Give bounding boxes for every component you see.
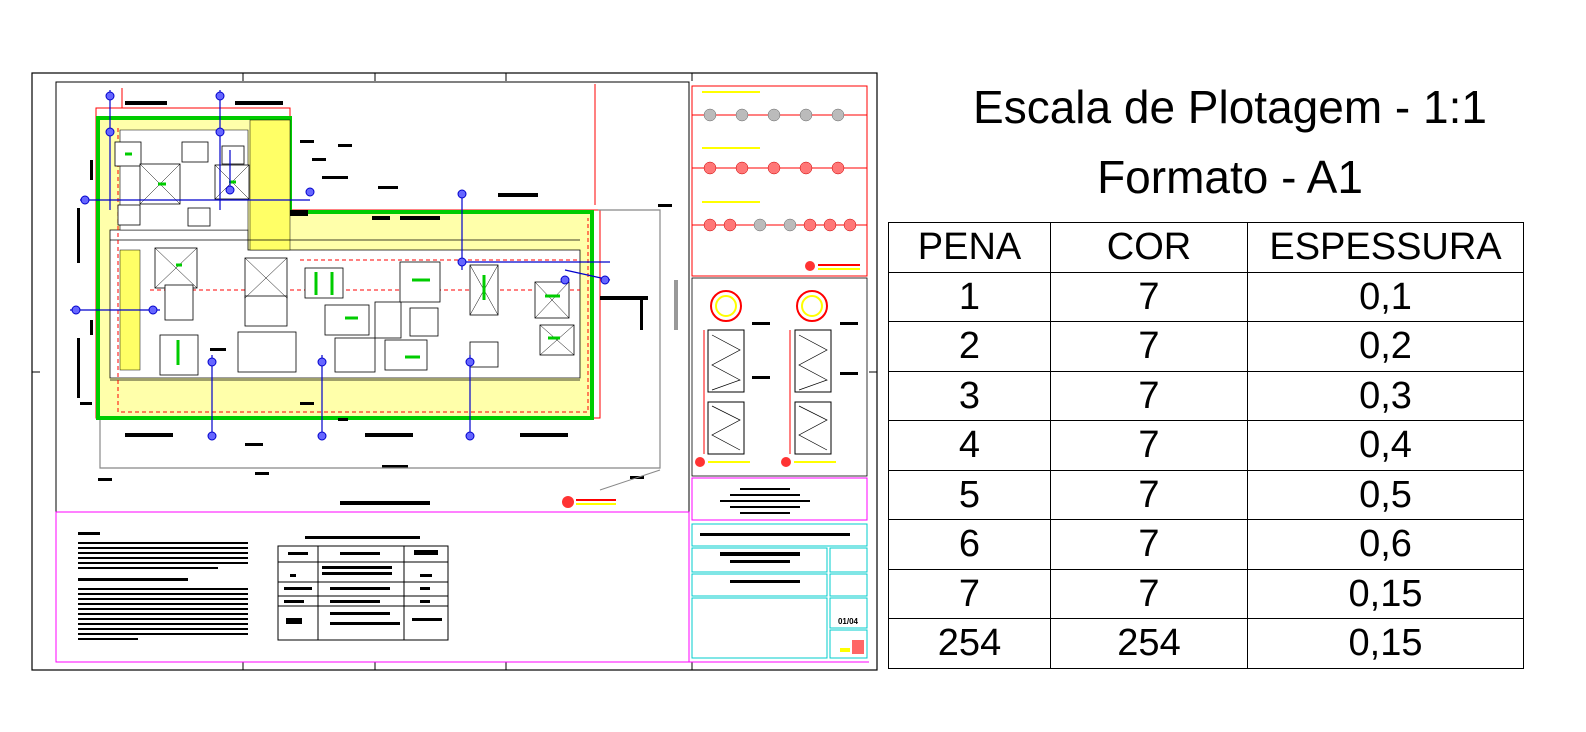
table-row: 5 7 0,5 [888, 469, 1524, 520]
notes-table [277, 545, 449, 641]
table-row: 254 254 0,15 [888, 618, 1524, 669]
pen-settings-table: PENA COR ESPESSURA 1 7 0,1 2 7 0,2 3 7 0… [888, 222, 1524, 669]
table-header-row: PENA COR ESPESSURA [888, 222, 1524, 273]
detail-panel-top [691, 85, 868, 277]
cell-espessura: 0,6 [1247, 519, 1524, 570]
table-row: 7 7 0,15 [888, 568, 1524, 619]
table-row: 4 7 0,4 [888, 420, 1524, 471]
table-row: 6 7 0,6 [888, 519, 1524, 570]
cell-pena: 3 [888, 370, 1051, 421]
site-plan [70, 84, 678, 508]
cell-cor: 254 [1050, 618, 1248, 669]
cell-pena: 5 [888, 469, 1051, 520]
header-espessura: ESPESSURA [1247, 222, 1524, 273]
cell-pena: 4 [888, 420, 1051, 471]
cell-pena: 6 [888, 519, 1051, 570]
cell-espessura: 0,15 [1247, 618, 1524, 669]
detail-panel-mid [691, 277, 868, 477]
cell-cor: 7 [1050, 321, 1248, 372]
cell-pena: 7 [888, 568, 1051, 619]
header-cor: COR [1050, 222, 1248, 273]
title-block: 01/04 [691, 477, 868, 659]
cell-cor: 7 [1050, 420, 1248, 471]
cell-espessura: 0,15 [1247, 568, 1524, 619]
table-row: 2 7 0,2 [888, 321, 1524, 372]
frame-ticks [32, 73, 877, 670]
cell-pena: 254 [888, 618, 1051, 669]
cell-espessura: 0,2 [1247, 321, 1524, 372]
cell-cor: 7 [1050, 271, 1248, 322]
cell-cor: 7 [1050, 519, 1248, 570]
cell-cor: 7 [1050, 568, 1248, 619]
table-row: 3 7 0,3 [888, 370, 1524, 421]
sheet-number: 01/04 [838, 617, 859, 626]
cell-pena: 1 [888, 271, 1051, 322]
notes-content [78, 532, 420, 640]
cell-pena: 2 [888, 321, 1051, 372]
table-row: 1 7 0,1 [888, 271, 1524, 322]
cell-cor: 7 [1050, 370, 1248, 421]
plot-scale-title: Escala de Plotagem - 1:1 [973, 81, 1487, 133]
cell-espessura: 0,5 [1247, 469, 1524, 520]
cell-espessura: 0,4 [1247, 420, 1524, 471]
header-pena: PENA [888, 222, 1051, 273]
cell-cor: 7 [1050, 469, 1248, 520]
sheet-format-title: Formato - A1 [1097, 151, 1363, 203]
cell-espessura: 0,3 [1247, 370, 1524, 421]
cell-espessura: 0,1 [1247, 271, 1524, 322]
